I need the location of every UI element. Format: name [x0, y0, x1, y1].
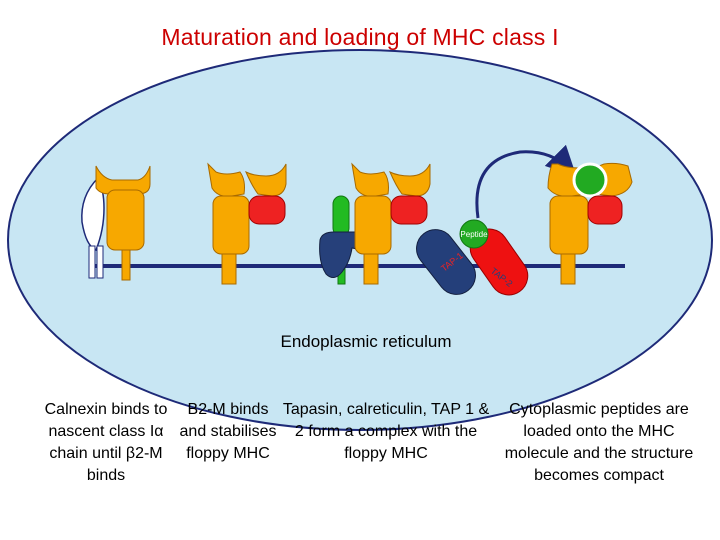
b2m-domain-3 [390, 195, 428, 225]
er-label: Endoplasmic reticulum [280, 332, 452, 351]
calnexin-shape [81, 176, 105, 251]
mhc-alpha3-domain [212, 195, 250, 255]
stage-2-mhc-b2m [207, 162, 287, 285]
stage-3-peptide-loading-complex: TAP-1 TAP-2 Peptide [319, 162, 529, 296]
stage-1-calnexin-complex [81, 165, 151, 281]
mhc-alpha3-domain-4 [549, 195, 589, 255]
mhc-tail-3 [363, 253, 379, 285]
tap1-shape [416, 229, 476, 295]
calnexin-stalk-b [96, 245, 104, 279]
alpha-chain-top [95, 165, 151, 195]
mhc-top-right-lobe [245, 163, 287, 197]
mhc-tail [221, 253, 237, 285]
diagram-title: Maturation and loading of MHC class I [161, 24, 559, 50]
mhc-alpha3-domain-3 [354, 195, 392, 255]
loading-arrow [475, 144, 577, 219]
stage-4-loaded-mhc [547, 162, 633, 285]
caption-calnexin: Calnexin binds to nascent class Iα chain… [44, 401, 168, 484]
peptide-label: Peptide [460, 230, 488, 239]
b2m-domain-4 [587, 195, 623, 225]
caption-peptides: Cytoplasmic peptides are loaded onto the… [504, 401, 694, 484]
mhc-top-left-lobe [207, 162, 245, 197]
loaded-peptide [572, 162, 608, 198]
b2m-domain [248, 195, 286, 225]
caption-tapasin: Tapasin, calreticulin, TAP 1 & 2 form a … [282, 401, 490, 462]
alpha-chain-body [106, 189, 145, 251]
calnexin-stalk-a [88, 245, 96, 279]
mhc-top-left-lobe-3 [351, 162, 389, 197]
mhc-top-right-lobe-3 [389, 163, 431, 197]
alpha-chain-tail [121, 249, 131, 281]
peptide-circle [459, 219, 489, 249]
caption-b2m: B2-M binds and stabilises floppy MHC [179, 401, 277, 462]
calreticulin-body [332, 195, 350, 237]
mhc-tail-4 [560, 253, 576, 285]
